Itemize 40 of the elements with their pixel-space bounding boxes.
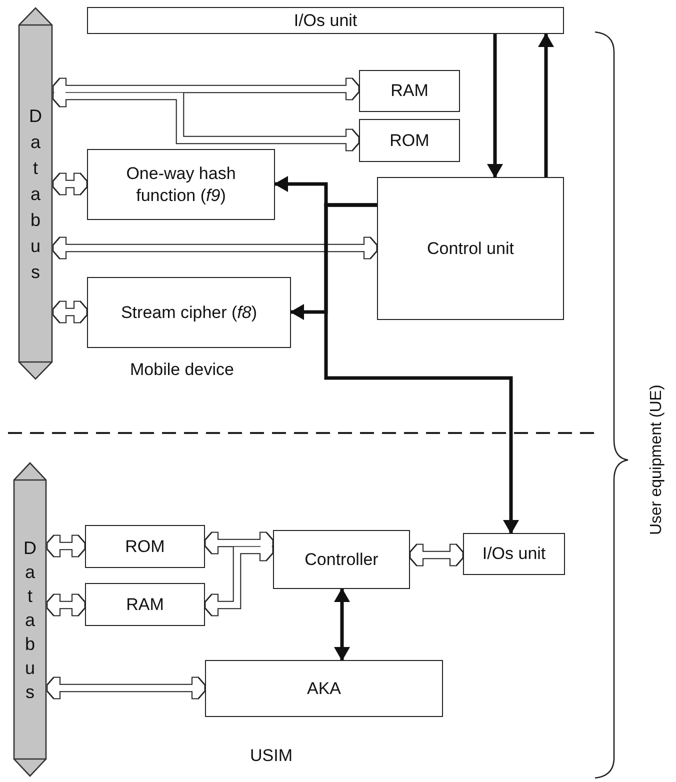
unit-box (205, 660, 443, 717)
unit-label: ROM (390, 130, 430, 152)
unit-label: Stream cipher (f8) (120, 302, 258, 324)
unit-box (359, 119, 460, 162)
brace-label: User equipment (UE) (648, 384, 666, 538)
unit-label: I/Os unit (294, 10, 358, 32)
double-arrow (56, 176, 84, 192)
unit-box (273, 530, 410, 589)
double-arrow (56, 304, 84, 320)
unit-box (359, 70, 460, 112)
arrow (487, 34, 503, 178)
unit-label: One-way hash function (f9) (125, 163, 237, 206)
unit-label: ROM (125, 536, 165, 558)
unit-label: I/Os unit (482, 543, 546, 565)
data-bus-bar: Data bus (18, 7, 53, 380)
arrow (538, 33, 554, 177)
data-bus-bar: Data bus (13, 462, 47, 777)
unit-label: Controller (304, 548, 378, 570)
unit-label: AKA (306, 678, 342, 700)
double-arrow (56, 81, 356, 97)
double-arrow (56, 240, 374, 256)
unit-box (85, 525, 205, 568)
section-label: Mobile device (130, 360, 234, 380)
double-arrow (50, 538, 82, 554)
section-label: USIM (250, 746, 292, 766)
unit-box (377, 177, 564, 320)
unit-label: RAM (390, 80, 428, 102)
unit-label: Control unit (427, 238, 514, 260)
unit-box (85, 583, 205, 626)
unit-box (463, 533, 565, 575)
unit-box (87, 277, 291, 348)
double-arrow (413, 547, 460, 563)
unit-label: RAM (126, 594, 164, 616)
double-arrow (50, 680, 202, 696)
unit-box (87, 149, 275, 220)
double-arrow (208, 535, 270, 551)
double-arrow (50, 597, 82, 613)
arrow (334, 588, 350, 661)
unit-box (87, 7, 564, 34)
arrow (324, 203, 519, 534)
